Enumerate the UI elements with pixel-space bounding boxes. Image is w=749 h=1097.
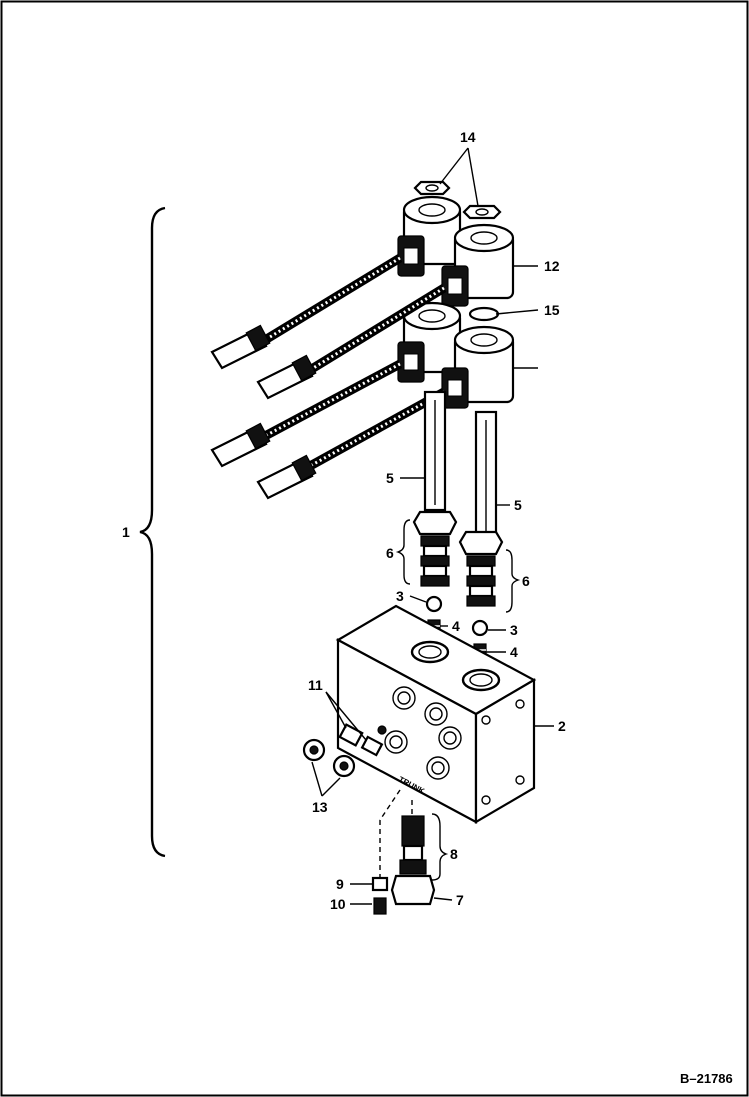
- wire-connector-1: [210, 324, 271, 370]
- wire-connector-3: [210, 422, 271, 468]
- valve-stem-front: [474, 410, 498, 540]
- callout-10: 10: [330, 896, 346, 912]
- callout-8: 8: [450, 846, 458, 862]
- wire-connector-4: [256, 454, 317, 500]
- callout-3-rear: 3: [396, 588, 404, 604]
- coil-spacer: [468, 306, 500, 322]
- check-ball-front: [471, 619, 489, 637]
- callout-4-rear: 4: [452, 618, 460, 634]
- callout-3-front: 3: [510, 622, 518, 638]
- wire-harness: [262, 254, 447, 470]
- orifice-9: [371, 876, 389, 892]
- callout-1: 1: [122, 524, 130, 540]
- relief-valve: [390, 815, 436, 906]
- coil-nut-rear: [413, 180, 451, 196]
- orifice-10: [373, 897, 387, 915]
- callout-13: 13: [312, 799, 328, 815]
- coil-nut-front: [462, 204, 502, 220]
- assembly-bracket: [139, 206, 166, 858]
- callout-5-front: 5: [514, 497, 522, 513]
- cartridge-valve-front: [458, 530, 504, 607]
- cartridge-valve-rear: [412, 510, 458, 587]
- callout-6-front: 6: [522, 573, 530, 589]
- valve-stem-rear: [423, 390, 447, 512]
- leader-lines: [311, 147, 554, 905]
- callout-9: 9: [336, 876, 344, 892]
- callout-5-rear: 5: [386, 470, 394, 486]
- callout-15: 15: [544, 302, 560, 318]
- valve-block: TRUNK: [335, 604, 537, 824]
- callout-4-front: 4: [510, 644, 518, 660]
- figure-id: B–21786: [680, 1071, 733, 1086]
- solenoid-coil-upper-front: [441, 223, 515, 307]
- callout-12: 12: [544, 258, 560, 274]
- plug-13-b: [332, 754, 356, 778]
- plug-11-b: [360, 735, 384, 757]
- solenoid-coil-upper-rear: [397, 195, 462, 277]
- solenoid-coil-lower-front: [441, 325, 515, 409]
- plug-11-a: [338, 723, 364, 747]
- plug-13-a: [302, 738, 326, 762]
- check-ball-rear: [425, 595, 443, 613]
- callout-11: 11: [308, 677, 323, 693]
- callout-7: 7: [456, 892, 464, 908]
- callout-14: 14: [460, 129, 476, 145]
- callout-6-rear: 6: [386, 545, 394, 561]
- callout-2: 2: [558, 718, 566, 734]
- assembly-line-orifice: [379, 789, 401, 878]
- wire-connector-2: [256, 354, 317, 400]
